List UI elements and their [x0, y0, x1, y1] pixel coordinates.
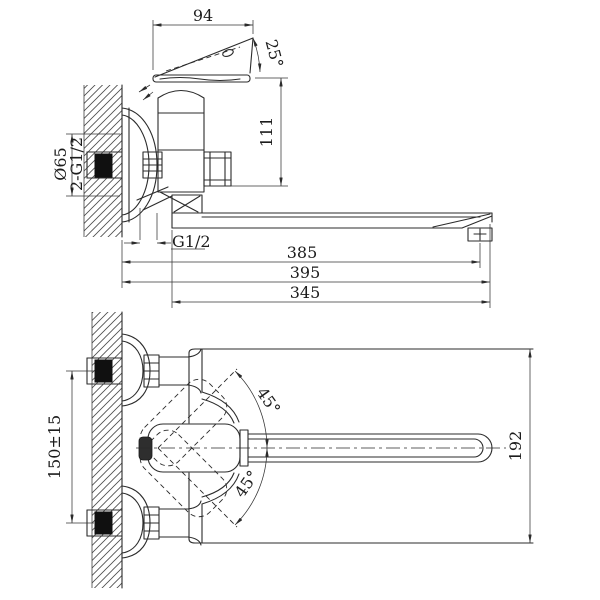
pipe-thread-upper	[94, 359, 113, 383]
lever-flat-side	[152, 74, 251, 83]
dim-dia65-label: Ø65	[51, 147, 70, 180]
dim-150-label: 150±15	[45, 415, 64, 479]
aerator	[467, 227, 493, 242]
wall-section-plan	[91, 311, 123, 589]
dim-handle-length: 94	[152, 6, 254, 70]
dim-body-length: 192	[506, 349, 532, 543]
dim-385-label: 385	[287, 243, 318, 262]
spout-plan	[136, 433, 506, 463]
dim-connection-spacing: 150±15	[45, 370, 94, 524]
spout-side	[171, 212, 493, 242]
pivot-arrow-2	[142, 91, 154, 101]
dim-111-label: 111	[257, 117, 276, 148]
lower-connection	[86, 485, 202, 559]
side-view: 94 25° 111 Ø65 2-G1/2 G1/2	[51, 6, 493, 308]
plan-view: 45° 45° 150±15 192	[45, 311, 534, 589]
dim-spout-thread: G1/2	[124, 232, 211, 251]
connection-nut-side	[142, 151, 163, 179]
body-bar-plan	[188, 348, 534, 544]
dim-body-height: 111	[206, 77, 288, 187]
handle-hub-cap	[138, 436, 153, 461]
dim-2g12-label: 2-G1/2	[67, 137, 86, 191]
upper-connection	[86, 333, 202, 407]
dim-395-label: 395	[290, 263, 321, 282]
supply-pipe-side	[86, 151, 123, 179]
dim-345-label: 345	[290, 283, 321, 302]
dim-192-label: 192	[506, 431, 525, 462]
pivot-arrow-1	[138, 84, 151, 93]
dim-395: 395	[122, 224, 491, 308]
spout-connector-side	[136, 186, 203, 240]
dim-escutcheon: Ø65 2-G1/2	[51, 133, 120, 197]
pipe-thread	[94, 153, 113, 178]
dim-385: 385	[121, 240, 481, 288]
pipe-thread-lower	[94, 511, 113, 535]
dim-345: 345	[171, 230, 490, 308]
dim-94-label: 94	[193, 6, 213, 25]
dim-g12-label: G1/2	[172, 232, 211, 251]
